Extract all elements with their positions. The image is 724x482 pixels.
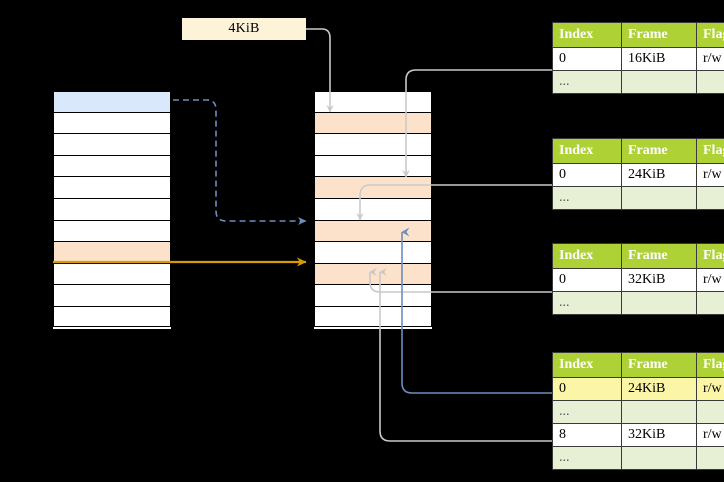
cell-flags: r/w: [696, 423, 724, 448]
virtual-address-space-column: [52, 90, 172, 329]
column-header-flags: Flags: [696, 242, 724, 270]
cell-index: 8: [552, 423, 622, 448]
cell-frame: 24KiB: [621, 163, 697, 188]
memory-row: [53, 177, 171, 199]
cell-flags: [696, 186, 724, 211]
memory-row: [314, 285, 432, 307]
memory-row: [314, 112, 432, 135]
page-size-label: 4KiB: [182, 18, 306, 40]
memory-row: [53, 285, 171, 307]
table-header-row: IndexFrameFlags: [552, 137, 724, 165]
memory-row: [314, 199, 432, 221]
memory-row: [53, 155, 171, 178]
cell-index: 0: [552, 47, 622, 72]
cell-frame: 24KiB: [621, 377, 697, 402]
memory-row: [314, 220, 432, 243]
column-header-index: Index: [552, 137, 622, 165]
table-row[interactable]: ...: [552, 400, 724, 425]
cell-flags: [696, 291, 724, 316]
table-header-row: IndexFrameFlags: [552, 351, 724, 379]
cell-index: ...: [552, 400, 622, 425]
memory-row: [314, 91, 432, 113]
page-table-level-3: IndexFrameFlags024KiBr/w...: [552, 137, 724, 211]
column-header-index: Index: [552, 242, 622, 270]
column-header-frame: Frame: [621, 137, 697, 165]
cell-flags: r/w: [696, 47, 724, 72]
table-header-row: IndexFrameFlags: [552, 21, 724, 49]
cell-frame: [621, 186, 697, 211]
cell-flags: [696, 446, 724, 471]
column-header-flags: Flags: [696, 21, 724, 49]
column-header-index: Index: [552, 351, 622, 379]
cell-index: ...: [552, 291, 622, 316]
memory-row: [314, 307, 432, 329]
memory-row: [314, 263, 432, 286]
cell-frame: [621, 446, 697, 471]
table-row[interactable]: ...: [552, 186, 724, 211]
memory-row: [314, 177, 432, 199]
cell-frame: [621, 400, 697, 425]
cell-flags: r/w: [696, 163, 724, 188]
cell-index: 0: [552, 377, 622, 402]
memory-row: [314, 155, 432, 178]
cell-frame: 32KiB: [621, 268, 697, 293]
cell-flags: [696, 400, 724, 425]
cell-index: 0: [552, 268, 622, 293]
memory-row: [53, 307, 171, 329]
virtual-page-to-frame-dashed: [173, 99, 307, 225]
cell-flags: [696, 70, 724, 95]
cell-flags: r/w: [696, 377, 724, 402]
cell-frame: 32KiB: [621, 423, 697, 448]
memory-row: [314, 242, 432, 264]
cell-frame: [621, 291, 697, 316]
table-row[interactable]: ...: [552, 291, 724, 316]
memory-row: [53, 263, 171, 286]
memory-row: [314, 134, 432, 156]
column-header-flags: Flags: [696, 351, 724, 379]
page-table-level-2: IndexFrameFlags032KiBr/w...: [552, 242, 724, 316]
memory-row: [53, 91, 171, 113]
physical-memory-column: [313, 90, 433, 329]
cell-flags: r/w: [696, 268, 724, 293]
memory-row: [53, 220, 171, 243]
column-header-frame: Frame: [621, 21, 697, 49]
cell-index: 0: [552, 163, 622, 188]
column-header-frame: Frame: [621, 351, 697, 379]
column-header-index: Index: [552, 21, 622, 49]
table-header-row: IndexFrameFlags: [552, 242, 724, 270]
cell-frame: [621, 70, 697, 95]
column-header-flags: Flags: [696, 137, 724, 165]
cell-index: ...: [552, 446, 622, 471]
cell-index: ...: [552, 70, 622, 95]
page-table-level-1: IndexFrameFlags024KiBr/w...832KiBr/w...: [552, 351, 724, 471]
memory-row: [53, 199, 171, 221]
table-row[interactable]: ...: [552, 446, 724, 471]
memory-row: [53, 242, 171, 264]
page-table-level-4: IndexFrameFlags016KiBr/w...: [552, 21, 724, 95]
memory-row: [53, 112, 171, 135]
table-row[interactable]: ...: [552, 70, 724, 95]
column-header-frame: Frame: [621, 242, 697, 270]
cell-index: ...: [552, 186, 622, 211]
cell-frame: 16KiB: [621, 47, 697, 72]
memory-row: [53, 134, 171, 156]
